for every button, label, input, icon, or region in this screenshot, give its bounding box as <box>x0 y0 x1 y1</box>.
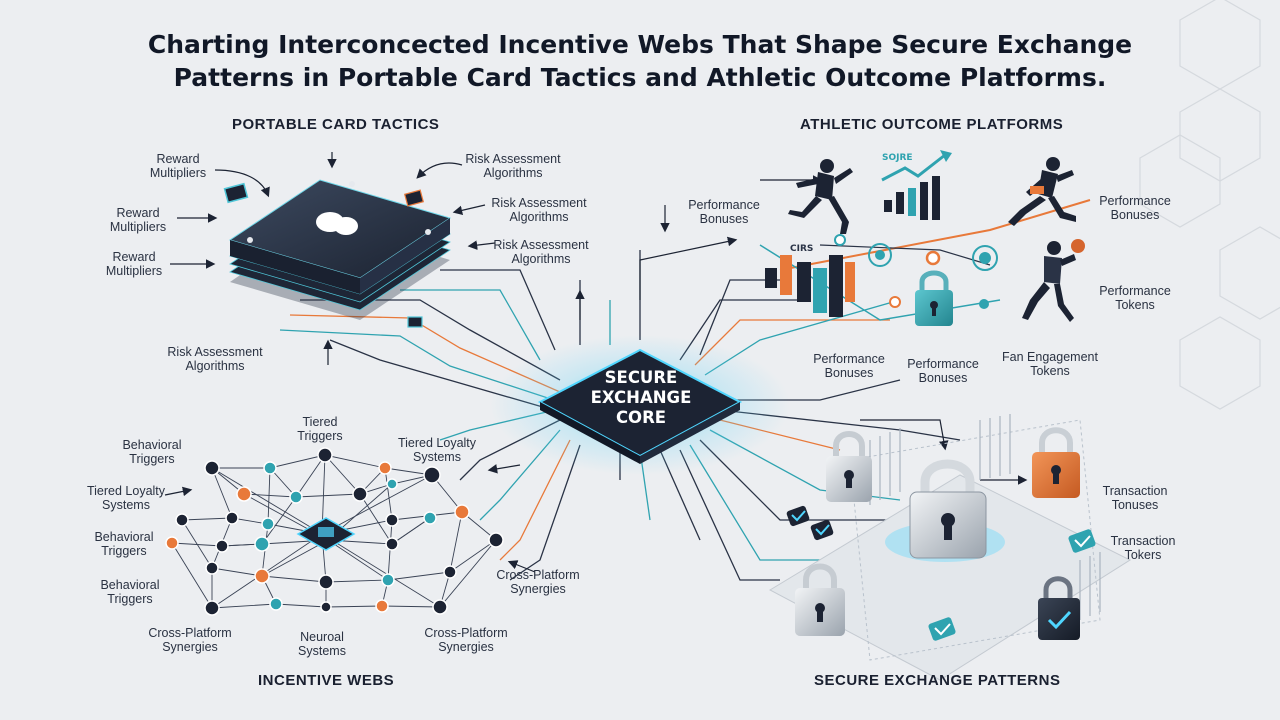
connection-arrows <box>164 152 1028 573</box>
card-label: Reward Multipliers <box>149 152 207 180</box>
athletic-label: Performance Bonuses <box>1099 194 1171 222</box>
core-label-line-3: CORE <box>615 408 667 427</box>
card-label: Risk Assessment Algorithms <box>491 196 587 224</box>
card-label: Risk Assessment Algorithms <box>493 238 589 266</box>
section-secure-exchange-patterns: SECURE EXCHANGE PATTERNS <box>814 672 1061 689</box>
title-line-1: Charting Interconcected Incentive Webs T… <box>147 30 1133 59</box>
incentive-label: Behavioral Triggers <box>100 578 160 606</box>
core-label: SECURE EXCHANGE CORE <box>566 368 716 428</box>
lock-icon-grey-bottom <box>795 563 845 636</box>
basketball-athlete <box>1022 239 1085 322</box>
card-stack-illustration <box>223 179 452 328</box>
incentive-label: Tiered Loyalty Systems <box>397 436 477 464</box>
section-athletic-outcome-platforms: ATHLETIC OUTCOME PLATFORMS <box>800 116 1064 133</box>
title-line-2: Patterns in Portable Card Tactics and At… <box>173 63 1107 92</box>
card-label: Reward Multipliers <box>105 250 163 278</box>
card-label: Risk Assessment Algorithms <box>465 152 561 180</box>
section-portable-card-tactics: PORTABLE CARD TACTICS <box>232 116 440 133</box>
athletic-label: Performance Tokens <box>1099 284 1171 312</box>
chart-score-text: SOJRE <box>882 153 913 163</box>
runner-athlete-left <box>788 159 853 234</box>
growth-chart <box>881 150 952 220</box>
lock-icon-main <box>909 459 987 559</box>
secure-exchange-core-chip <box>537 348 743 464</box>
checkmark-badges <box>786 505 1096 641</box>
incentive-label: Tiered Triggers <box>297 415 343 443</box>
incentive-label: Neuroal Systems <box>298 630 346 658</box>
exchange-label: Transaction Tonuses <box>1102 484 1168 512</box>
section-incentive-webs: INCENTIVE WEBS <box>258 672 395 689</box>
incentive-label: Cross-Platform Synergies <box>148 626 232 654</box>
runner-athlete-right <box>1008 157 1076 226</box>
incentive-label: Cross-Platform Synergies <box>496 568 580 596</box>
diagram-title: Charting Interconcected Incentive Webs T… <box>40 28 1240 94</box>
card-suit-icon <box>316 212 358 235</box>
exchange-label: Transaction Tokers <box>1110 534 1176 562</box>
card-label: Reward Multipliers <box>109 206 167 234</box>
athletic-label: Performance Bonuses <box>688 198 760 226</box>
card-label: Risk Assessment Algorithms <box>167 345 263 373</box>
lock-icon <box>915 270 953 326</box>
athletic-label: Performance Bonuses <box>813 352 885 380</box>
lock-icon-orange <box>1032 427 1080 498</box>
incentive-hub-chip <box>296 517 356 551</box>
hexagon-decoration <box>1139 0 1280 410</box>
chart-cards-text: CIRS <box>790 244 813 254</box>
incentive-label: Behavioral Triggers <box>94 530 154 558</box>
performance-bar-chart-small <box>765 255 855 317</box>
chip-icon <box>223 182 425 328</box>
incentive-label: Tiered Loyalty Systems <box>86 484 166 512</box>
lock-icon-dark <box>1038 576 1080 640</box>
athletic-label: Performance Bonuses <box>907 357 979 385</box>
athletic-label: Fan Engagement Tokens <box>1002 350 1098 378</box>
core-label-line-2: EXCHANGE <box>590 388 692 407</box>
incentive-label: Behavioral Triggers <box>122 438 182 466</box>
core-label-line-1: SECURE <box>604 368 678 387</box>
lock-icon-grey-top <box>826 431 872 502</box>
incentive-label: Cross-Platform Synergies <box>424 626 508 654</box>
incentive-network-nodes <box>165 447 504 616</box>
